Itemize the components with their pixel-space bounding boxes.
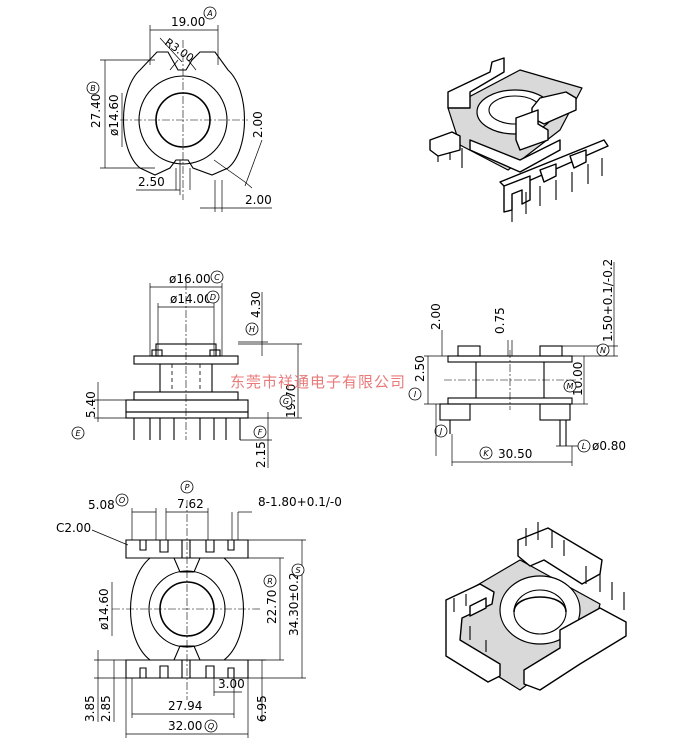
bubble-d: D	[210, 293, 216, 302]
bubble-g: G	[283, 397, 289, 406]
dim-right-c: 6.95	[255, 695, 269, 722]
bubble-o: O	[119, 496, 125, 505]
dim-side-flange: 1.50+0.1/-0.2	[601, 259, 615, 342]
bubble-p: P	[185, 483, 190, 492]
dim-bottom-bore: ø14.60	[97, 588, 111, 630]
front-view: ø16.00 C ø14.00 D 4.30 H 19.70 G 5.40 E …	[71, 270, 302, 468]
dim-radius: R3.00	[162, 36, 196, 65]
watermark: 东莞市祥通电子有限公司	[230, 373, 406, 391]
bubble-i: I	[414, 390, 417, 399]
bubble-j: J	[438, 427, 443, 436]
dim-outer-height: 34.30±0.2	[287, 573, 301, 637]
dim-side-width: 30.50	[498, 447, 532, 461]
dim-bore: ø14.60	[107, 94, 121, 136]
bubble-e: E	[75, 429, 81, 438]
dim-pin-dia: ø0.80	[592, 439, 626, 453]
bubble-r: R	[267, 577, 273, 586]
bubble-k: K	[483, 449, 489, 458]
bubble-b: B	[90, 84, 96, 93]
bubble-a: A	[206, 9, 212, 18]
dim-slot-bottom: 2.00	[245, 193, 272, 207]
top-view: 19.00 A R3.00 27.40 B ø14.60 2.00 2.50 2…	[86, 6, 272, 212]
bubble-f: F	[258, 428, 263, 437]
dim-flange-inner: ø14.00	[170, 292, 212, 306]
dim-slot-right: 2.00	[251, 111, 265, 138]
dim-base-span: 27.94	[168, 699, 202, 713]
dim-left-b: 2.85	[99, 695, 113, 722]
bubble-n: N	[600, 346, 606, 355]
dim-pin-spec: 8-1.80+0.1/-0	[258, 495, 342, 509]
bubble-h: H	[249, 325, 255, 334]
dim-pin-gap: 3.00	[218, 677, 245, 691]
bubble-s: S	[295, 566, 300, 575]
dim-chamfer: C2.00	[56, 521, 91, 535]
bottom-view: 5.08 O 7.62 P 8-1.80+0.1/-0 C2.00 ø14.60…	[56, 480, 342, 738]
bubble-q: Q	[208, 722, 214, 731]
dim-side-top: 2.00	[429, 303, 443, 330]
dim-base-width: 32.00	[168, 719, 202, 733]
dim-top-height: 4.30	[249, 291, 263, 318]
dim-top-width: 19.00	[171, 15, 205, 29]
dim-offset-left: 2.50	[138, 175, 165, 189]
bubble-l: L	[582, 442, 586, 451]
iso-view-top	[429, 57, 609, 222]
side-view: 2.00 0.75 1.50+0.1/-0.2 N 2.50 I J 10.00…	[408, 259, 626, 466]
dim-pin-length: 2.15	[254, 441, 268, 468]
dim-left-a: 3.85	[83, 695, 97, 722]
dim-side-left: 2.50	[413, 355, 427, 382]
bubble-m: M	[567, 382, 574, 391]
iso-view-bottom	[445, 522, 627, 691]
dim-inner-height: 22.70	[265, 590, 279, 624]
dim-pitch1: 5.08	[88, 498, 115, 512]
dim-pitch2: 7.62	[177, 497, 204, 511]
dim-flange-outer: ø16.00	[169, 272, 211, 286]
dim-height-total: 27.40	[89, 94, 103, 128]
bubble-c: C	[214, 273, 220, 282]
dim-base-height: 5.40	[84, 391, 98, 418]
dim-side-gap: 0.75	[493, 307, 507, 334]
